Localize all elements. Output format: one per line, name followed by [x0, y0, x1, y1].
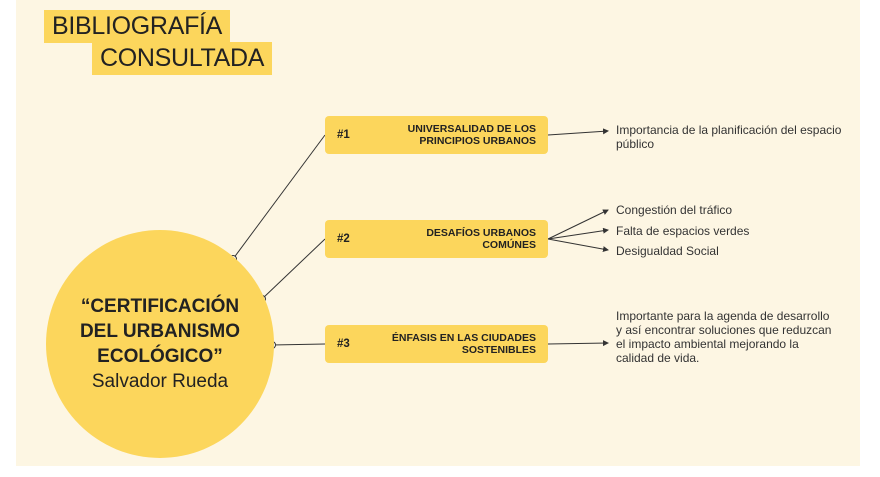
center-title: “CERTIFICACIÓN DEL URBANISMO ECOLÓGICO” [80, 294, 240, 369]
detail-node2-c: Desigualdad Social [616, 244, 719, 258]
node-3: #3 ÉNFASIS EN LAS CIUDADES SOSTENIBLES [325, 325, 548, 363]
node-label: DESAFÍOS URBANOS COMÚNES [426, 227, 536, 251]
link-center-node2 [261, 238, 326, 300]
node-2: #2 DESAFÍOS URBANOS COMÚNES [325, 220, 548, 258]
node-number: #2 [337, 233, 350, 245]
link-center-node3 [271, 343, 326, 346]
node-1: #1 UNIVERSALIDAD DE LOS PRINCIPIOS URBAN… [325, 116, 548, 154]
link-node2-detail-a [547, 209, 609, 240]
node-label: UNIVERSALIDAD DE LOS PRINCIPIOS URBANOS [407, 123, 536, 147]
link-center-node1 [232, 134, 326, 260]
diagram-canvas: BIBLIOGRAFÍA CONSULTADA “CERTIFICACIÓN D… [16, 0, 860, 466]
node-label: ÉNFASIS EN LAS CIUDADES SOSTENIBLES [391, 332, 536, 356]
detail-node3: Importante para la agenda de desarrollo … [616, 309, 832, 365]
link-node1-detail [547, 128, 609, 136]
title-line-1: BIBLIOGRAFÍA [44, 10, 231, 43]
center-author: Salvador Rueda [91, 370, 229, 392]
node-number: #3 [337, 338, 350, 350]
link-node3-detail [547, 340, 609, 347]
center-title-line: “CERTIFICACIÓN [80, 295, 240, 317]
node-number: #1 [337, 129, 350, 141]
center-circle: “CERTIFICACIÓN DEL URBANISMO ECOLÓGICO” … [46, 230, 274, 458]
detail-node2-a: Congestión del tráfico [616, 203, 733, 217]
link-node2-detail-c [547, 238, 609, 253]
center-title-line: DEL URBANISMO [79, 320, 241, 342]
center-title-line: ECOLÓGICO” [97, 345, 223, 367]
link-node2-detail-b [547, 227, 609, 240]
title-line-2: CONSULTADA [92, 42, 273, 75]
detail-node1: Importancia de la planificación del espa… [616, 123, 842, 151]
detail-node2-b: Falta de espacios verdes [616, 224, 750, 238]
